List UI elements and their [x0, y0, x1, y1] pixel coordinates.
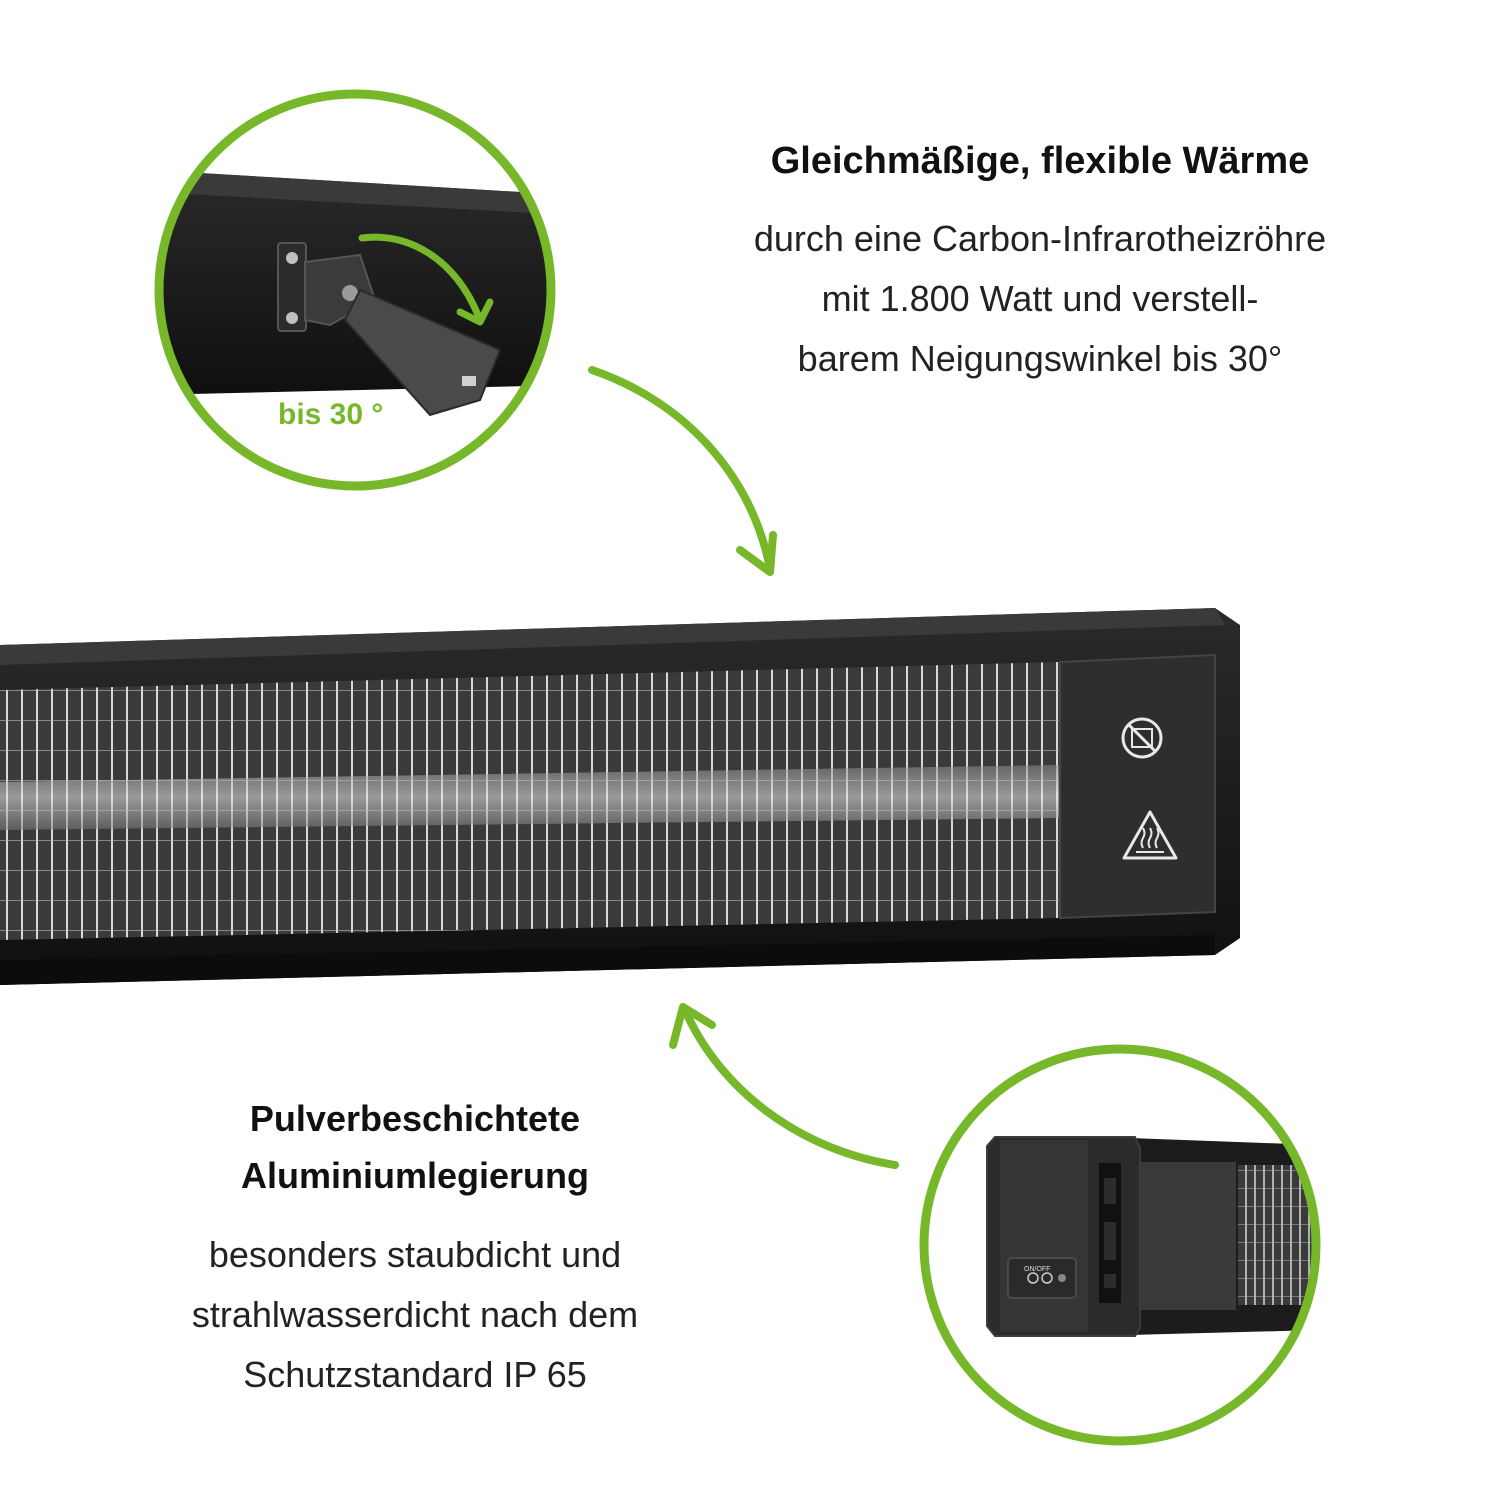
bracket-detail-view [154, 89, 556, 491]
feature-desc-heat-line: mit 1.800 Watt und verstell- [821, 278, 1259, 319]
mode-button [1041, 1272, 1053, 1284]
indicator-light [1058, 1274, 1066, 1282]
no-cover-icon [1121, 717, 1163, 759]
main-heater [0, 608, 1240, 985]
feature-desc-heat-line: barem Neigungswinkel bis 30° [797, 338, 1283, 379]
endcap-detail-view: ON/OFF [919, 1044, 1321, 1446]
feature-desc-heat-line: durch eine Carbon-Infrarotheizröhre [753, 218, 1327, 259]
feature-desc-coating-line: strahlwasserdicht nach dem [191, 1294, 639, 1335]
angle-label: bis 30 ° [278, 398, 384, 431]
feature-title-coating: Aluminiumlegierung [240, 1155, 589, 1196]
feature-desc-coating-line: besonders staubdicht und [208, 1234, 622, 1275]
feature-title-coating: Pulverbeschichtete [249, 1098, 581, 1139]
hot-surface-warning-icon [1122, 810, 1178, 860]
feature-desc-coating-line: Schutzstandard IP 65 [243, 1354, 587, 1395]
feature-title-heat: Gleichmäßige, flexible Wärme [770, 140, 1310, 182]
power-button [1027, 1272, 1039, 1284]
connector-arrow-bottom [669, 1003, 899, 1169]
switch-label: ON/OFF [1024, 1266, 1050, 1273]
connector-arrow-top [588, 366, 777, 576]
curved-arrow-icon [358, 233, 482, 319]
